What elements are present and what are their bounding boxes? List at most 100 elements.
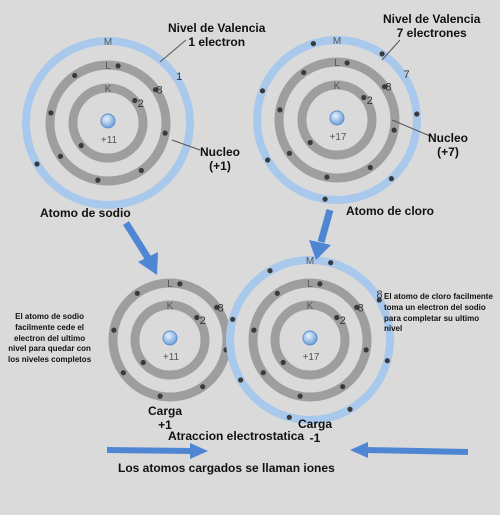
shell-count-k: 2: [138, 98, 144, 110]
electron: [177, 281, 183, 287]
electron: [259, 88, 266, 94]
electron: [347, 406, 353, 412]
cl-note-line2: toma un electron del sodio: [384, 302, 486, 312]
charge-cl-line2: -1: [309, 430, 321, 445]
shell-m: [253, 36, 421, 204]
nucleus-pointer-cl: [391, 119, 431, 137]
shell-count-m: 1: [176, 71, 182, 83]
electron: [115, 63, 121, 69]
shell-count-m: 7: [403, 69, 409, 81]
electron: [414, 111, 420, 117]
nucleus-cl-line1: Nucleo: [428, 131, 469, 145]
electron: [111, 327, 117, 333]
charge-label-chlorine: Carga -1: [298, 417, 333, 446]
nucleus-charge: +17: [303, 352, 320, 363]
electron: [301, 69, 307, 76]
electron: [286, 150, 293, 156]
sodium-explanation-note: El atomo de sodio facilmente cede el ele…: [8, 312, 91, 366]
electron: [230, 316, 236, 322]
shell-l: [248, 278, 372, 402]
electron: [376, 297, 382, 303]
shell-letter-k: K: [105, 84, 112, 95]
electron: [152, 87, 159, 93]
electron: [265, 157, 271, 163]
electron: [384, 358, 390, 364]
charge-na-line2: +1: [158, 417, 172, 432]
electron: [274, 290, 280, 296]
valence-cl-line2: 7 electrones: [396, 25, 467, 40]
electron: [307, 139, 313, 146]
shell-letter-k: K: [167, 301, 174, 312]
electron: [280, 359, 286, 366]
electron: [363, 347, 369, 353]
valence-pointer-cl: [381, 39, 401, 61]
shell-k: [68, 83, 148, 163]
shell-l: [274, 57, 400, 183]
electron: [140, 359, 146, 366]
nucleus: [100, 113, 116, 129]
electron: [381, 84, 388, 90]
electron: [238, 377, 244, 383]
electron: [322, 196, 328, 202]
nucleus-cl-line2: (+7): [437, 144, 459, 159]
pointer-lines: [159, 39, 431, 151]
electron: [214, 304, 220, 310]
valence-na-line1: Nivel de Valencia: [168, 21, 266, 35]
electron: [286, 414, 292, 420]
cl-note-line1: El atomo de cloro facilmente: [384, 292, 493, 301]
shell-count-k: 2: [200, 315, 206, 327]
arrow-chlorine-to-ion: [309, 209, 334, 260]
cl-note-line4: nivel: [384, 324, 403, 334]
electron: [344, 60, 350, 66]
attraction-label: Atraccion electrostatica: [168, 429, 305, 443]
shell-letter-m: M: [104, 37, 112, 48]
electron: [354, 304, 360, 310]
nucleus-na-line1: Nucleo: [200, 145, 241, 159]
shell-count-l: 8: [218, 302, 224, 314]
nucleus-label-chlorine: Nucleo (+7): [428, 131, 469, 160]
nucleus-charge: +17: [330, 132, 347, 143]
electron: [367, 164, 373, 171]
electron: [340, 384, 346, 390]
shell-l: [45, 60, 171, 186]
shell-count-k: 2: [367, 95, 373, 107]
nucleus-label-sodium: Nucleo (+1): [200, 145, 241, 174]
electron: [277, 107, 283, 113]
valence-cl-line1: Nivel de Valencia: [383, 12, 481, 26]
electron: [134, 290, 140, 296]
electron: [324, 174, 330, 180]
atom-label-sodium: Atomo de sodio: [40, 206, 131, 220]
electron: [388, 176, 394, 182]
shell-m: [226, 256, 394, 424]
nucleus: [162, 330, 178, 346]
shell-letter-l: L: [334, 58, 340, 69]
atom-label-chlorine: Atomo de cloro: [346, 204, 435, 218]
electron: [317, 281, 323, 287]
nucleus-pointer-na: [171, 139, 201, 151]
shell-letter-m: M: [333, 36, 341, 47]
shell-count-l: 8: [156, 85, 162, 97]
electron: [72, 72, 78, 79]
electron: [361, 94, 367, 101]
nucleus: [302, 330, 318, 346]
electron: [260, 370, 266, 376]
arrows-layer: [106, 209, 469, 459]
charge-cl-line1: Carga: [298, 417, 333, 431]
shell-letter-l: L: [307, 279, 313, 290]
shell-count-m: 8: [376, 289, 382, 301]
shell-k: [270, 300, 350, 380]
charge-na-line1: Carga: [148, 404, 183, 418]
shell-count-l: 8: [385, 82, 391, 94]
shell-letter-k: K: [307, 301, 314, 312]
electron: [34, 161, 40, 167]
na-note-line1: El atomo de sodio: [15, 312, 85, 321]
electron: [48, 110, 54, 116]
electron: [194, 314, 200, 321]
na-note-line2: facilmente cede el: [15, 322, 85, 332]
nucleus: [329, 110, 345, 126]
na-note-line5: los niveles completos: [8, 355, 92, 365]
